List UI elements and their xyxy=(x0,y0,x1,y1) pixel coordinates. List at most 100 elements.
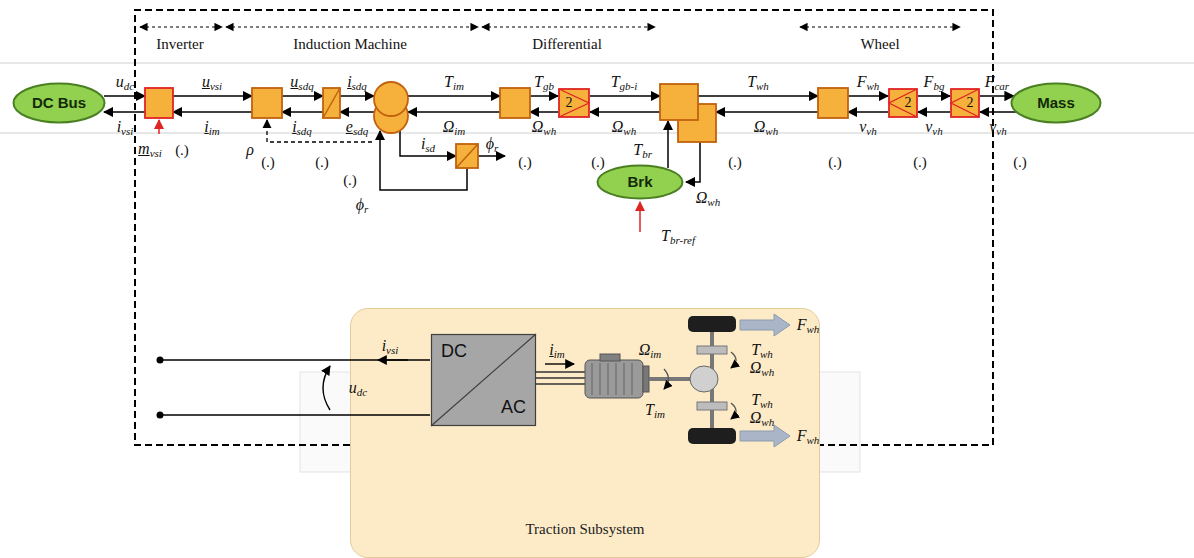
source-ellipse: Mass xyxy=(1010,82,1102,124)
estimation-arrow xyxy=(267,120,372,142)
signal-label: Tgb xyxy=(534,73,554,90)
signal-label: vvh xyxy=(925,118,943,135)
block-label: (.) xyxy=(175,142,189,158)
signal-arrow xyxy=(340,111,375,113)
conversion-box: 2 xyxy=(888,88,918,118)
signal-label: iim xyxy=(204,118,219,135)
signal-label: isdq xyxy=(347,73,367,90)
signal-arrow xyxy=(408,111,500,113)
block-label: (.) xyxy=(518,154,532,170)
section-arrow xyxy=(482,26,655,27)
motor-fin xyxy=(607,363,608,395)
rotation-arrow xyxy=(731,352,736,368)
conversion-triangle xyxy=(951,89,979,117)
source-ellipse: Brk xyxy=(596,164,684,200)
signal-arrow xyxy=(530,111,558,113)
conversion-block xyxy=(252,88,282,118)
converter-box: DC AC xyxy=(431,334,536,426)
band-line xyxy=(0,133,1194,134)
force-arrow xyxy=(740,314,790,447)
signal-arrow xyxy=(478,155,505,157)
coupling-circle xyxy=(374,82,408,133)
signal-label: Ωwh xyxy=(612,118,636,135)
motor-fin xyxy=(592,363,632,395)
wheel-tire xyxy=(688,316,736,444)
signal-arrow xyxy=(590,95,660,97)
current-arrow xyxy=(323,360,574,410)
signal-label: Twh xyxy=(747,73,769,90)
wheel-tire xyxy=(688,316,736,332)
converter-box xyxy=(432,335,536,426)
signal-arrow xyxy=(282,95,323,97)
estimation-arrow xyxy=(267,120,372,142)
terminal-dot xyxy=(157,412,164,419)
node-label: AC xyxy=(501,398,526,418)
dc-wire xyxy=(160,360,430,415)
rotation-arrow xyxy=(664,352,736,419)
node-label: Mass xyxy=(1037,95,1075,112)
block-label: (.) xyxy=(315,154,329,170)
block-label: Inverter xyxy=(156,36,203,52)
signal-arrow xyxy=(918,111,950,113)
signal-label: Ωwh xyxy=(750,409,774,426)
signal-arrow xyxy=(340,95,374,97)
signal-label: uvsi xyxy=(202,73,222,90)
signal-label: mvsi xyxy=(138,140,162,157)
block-label: Wheel xyxy=(860,36,899,52)
signal-label: Tbr xyxy=(633,141,652,158)
signal-arrow xyxy=(173,111,252,113)
signal-label: Fwh xyxy=(857,73,880,90)
current-arrow xyxy=(545,363,574,364)
motor-fin xyxy=(623,363,624,395)
phase-wire xyxy=(535,371,585,372)
signal-label: Tim xyxy=(645,401,665,418)
node-label: DC xyxy=(441,342,467,362)
current-arrow xyxy=(323,366,330,410)
tuning-arrow xyxy=(158,120,160,134)
conversion-box-outline xyxy=(888,88,918,118)
signal-arrow xyxy=(282,111,323,113)
dc-wire xyxy=(160,414,430,415)
motor-fin xyxy=(631,363,632,395)
signal-label: Ωwh xyxy=(532,118,556,135)
block-label: Induction Machine xyxy=(293,36,407,52)
signal-arrow xyxy=(104,95,145,97)
node-label: 2 xyxy=(905,95,912,110)
conversion-box-outline xyxy=(950,88,980,118)
signal-label: Fwh xyxy=(797,427,820,444)
wheel-tire xyxy=(688,428,736,444)
current-arrow xyxy=(378,359,408,360)
conversion-triangle xyxy=(559,89,589,117)
node-label: DC Bus xyxy=(32,95,86,112)
coupling-circle xyxy=(374,82,408,116)
accumulation-diagonal xyxy=(323,88,340,118)
signal-arrow xyxy=(848,111,888,113)
motor-body xyxy=(643,366,649,392)
block-label: (.) xyxy=(261,154,275,170)
dc-wire xyxy=(160,359,430,360)
source-ellipse: DC Bus xyxy=(12,82,106,124)
terminal-dot xyxy=(157,357,164,419)
signal-arrow xyxy=(716,111,818,113)
signal-arrow xyxy=(698,95,818,97)
signal-label: Fwh xyxy=(797,316,820,333)
rotation-arrow xyxy=(731,403,736,419)
node-label: Brk xyxy=(627,174,652,191)
conversion-box-outline xyxy=(558,88,590,118)
signal-arrow xyxy=(530,95,558,97)
conversion-block xyxy=(456,144,478,168)
coupling-block xyxy=(660,84,716,142)
conversion-block xyxy=(500,88,530,118)
signal-label: ivsi xyxy=(117,118,134,135)
band-line xyxy=(0,63,1194,64)
drive-shaft xyxy=(649,377,692,381)
conversion-block xyxy=(145,88,173,118)
rotation-arrow xyxy=(664,369,669,389)
block-label: Differential xyxy=(532,36,602,52)
source-ellipse xyxy=(598,166,683,199)
signal-label: udc xyxy=(349,379,367,396)
signal-label: Ωim xyxy=(639,341,662,358)
block-label: (.) xyxy=(343,172,357,188)
signal-label: iim xyxy=(549,341,564,358)
